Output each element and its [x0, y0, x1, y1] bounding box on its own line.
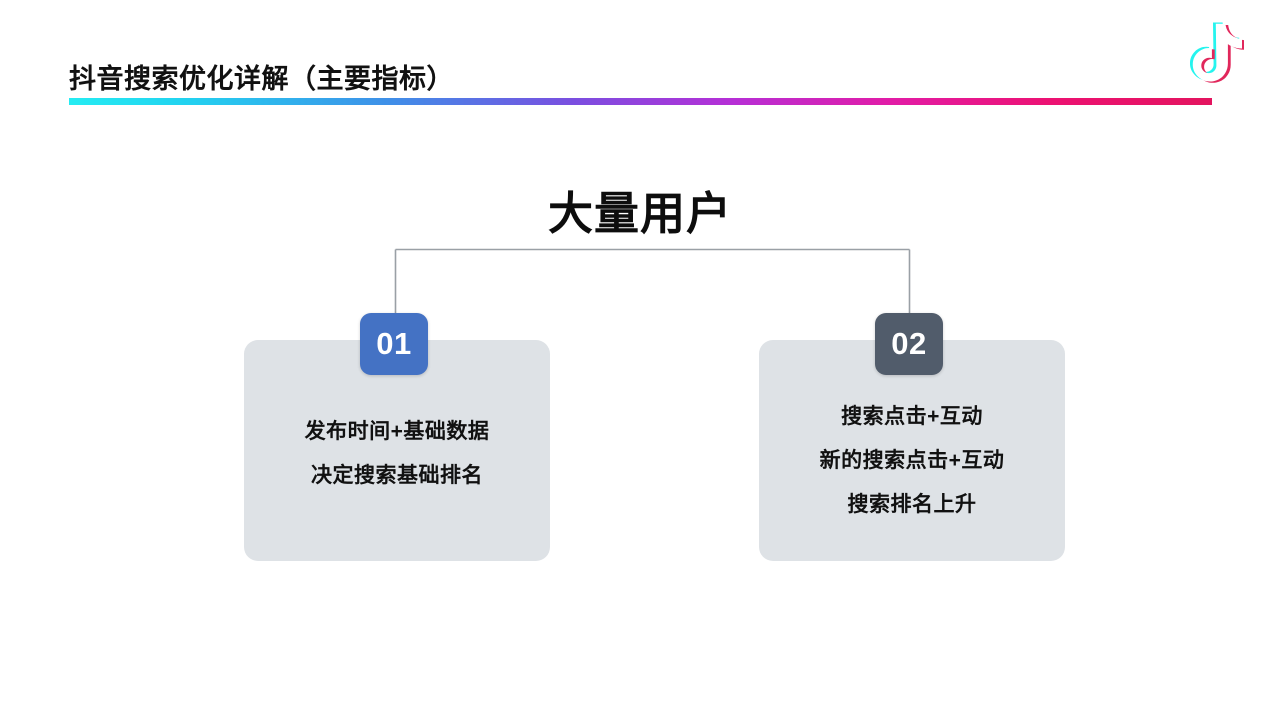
node-card-01-text: 发布时间+基础数据 决定搜索基础排名 — [244, 410, 550, 498]
header-gradient-rule — [69, 98, 1212, 105]
tiktok-note-glyph — [1189, 22, 1244, 83]
tiktok-logo — [1176, 16, 1244, 88]
badge-number-01: 01 — [360, 313, 428, 375]
card-01-line-1: 发布时间+基础数据 — [304, 420, 490, 443]
badge-number-02: 02 — [875, 313, 943, 375]
connector-bracket — [380, 243, 925, 333]
card-02-line-1: 搜索点击+互动 — [841, 405, 983, 428]
card-02-line-3: 搜索排名上升 — [847, 493, 977, 516]
diagram-root-label: 大量用户 — [547, 188, 732, 239]
card-01-line-2: 决定搜索基础排名 — [311, 464, 483, 487]
node-card-01[interactable]: 发布时间+基础数据 决定搜索基础排名 — [244, 340, 550, 561]
node-card-02[interactable]: 搜索点击+互动 新的搜索点击+互动 搜索排名上升 — [759, 340, 1065, 561]
card-02-line-2: 新的搜索点击+互动 — [819, 449, 1005, 472]
node-card-02-text: 搜索点击+互动 新的搜索点击+互动 搜索排名上升 — [759, 395, 1065, 527]
page-title: 抖音搜索优化详解（主要指标） — [69, 64, 454, 94]
